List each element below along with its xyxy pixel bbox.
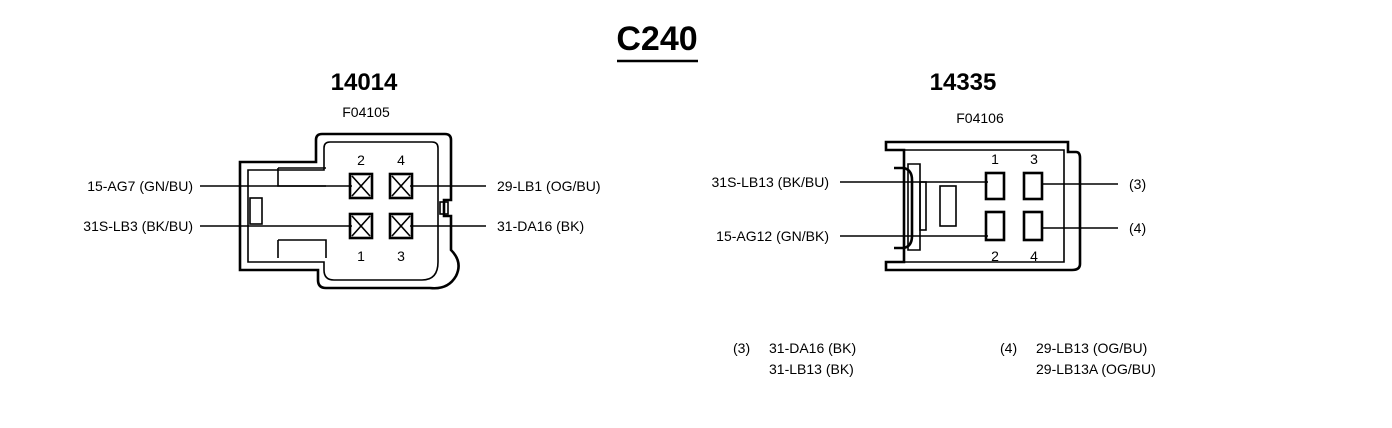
connector-right-wire-pin4-label: (4) (1129, 220, 1146, 236)
connector-right-inner (900, 149, 1065, 263)
connector-left-housing (238, 132, 460, 290)
connector-left-wire-pin3-label: 31-DA16 (BK) (497, 218, 584, 234)
splice-notes: (3) 31-DA16 (BK) 31-LB13 (BK) (4) 29-LB1… (733, 340, 1156, 377)
connector-right-pin-label-2: 2 (991, 248, 999, 264)
connector-left-wire-pin4-label: 29-LB1 (OG/BU) (497, 178, 600, 194)
connector-right-wire-pin1-label: 31S-LB13 (BK/BU) (712, 174, 830, 190)
connector-right-part-number: F04106 (956, 110, 1004, 126)
connector-left-pin-label-1: 1 (357, 248, 365, 264)
connector-right-pin-1-cavity (984, 171, 1006, 201)
connector-right-lock-tab (939, 185, 957, 227)
connector-right-housing (884, 140, 1082, 272)
connector-left-lock-tab (249, 197, 263, 225)
note-4-line-2: 29-LB13A (OG/BU) (1036, 361, 1156, 377)
connector-left-latch (277, 167, 327, 258)
connector-left-pin-1-cavity (348, 212, 374, 240)
connector-left-pin-4-cavity (388, 172, 414, 200)
connector-right-pin-2-cavity (984, 210, 1006, 242)
connector-left-side-key (439, 201, 449, 215)
connector-left-pin-label-4: 4 (397, 152, 405, 168)
connector-right-pin-4-cavity (1022, 210, 1044, 242)
connector-left: 14014 F04105 2 4 1 3 (83, 69, 600, 290)
connector-right-guide (919, 181, 927, 231)
connector-left-pin-label-2: 2 (357, 152, 365, 168)
connector-left-wire-pin1-label: 31S-LB3 (BK/BU) (83, 218, 193, 234)
connector-right-pin-label-3: 3 (1030, 151, 1038, 167)
connector-right-latch (894, 166, 914, 250)
connector-left-wire-pin2-label: 15-AG7 (GN/BU) (87, 178, 193, 194)
connector-right-pin-label-4: 4 (1030, 248, 1038, 264)
connector-right-pin-label-1: 1 (991, 151, 999, 167)
connector-left-pin-2-cavity (348, 172, 374, 200)
note-4-ref: (4) (1000, 340, 1017, 356)
diagram-title: C240 (616, 20, 697, 58)
note-4-line-1: 29-LB13 (OG/BU) (1036, 340, 1147, 356)
note-3-line-2: 31-LB13 (BK) (769, 361, 854, 377)
note-3-line-1: 31-DA16 (BK) (769, 340, 856, 356)
note-3-ref: (3) (733, 340, 750, 356)
connector-left-id: 14014 (331, 69, 398, 96)
connector-left-part-number: F04105 (342, 104, 390, 120)
connector-left-inner (247, 141, 439, 281)
connector-left-pin-label-3: 3 (397, 248, 405, 264)
connector-left-pin-3-cavity (388, 212, 414, 240)
connector-right-wire-pin3-label: (3) (1129, 176, 1146, 192)
connector-right-id: 14335 (930, 69, 997, 96)
connector-right-wire-pin2-label: 15-AG12 (GN/BK) (716, 228, 829, 244)
connector-right-pin-3-cavity (1022, 171, 1044, 201)
connector-right: 14335 F04106 1 3 2 4 31S-LB13 (BK/BU) 15… (712, 69, 1146, 272)
